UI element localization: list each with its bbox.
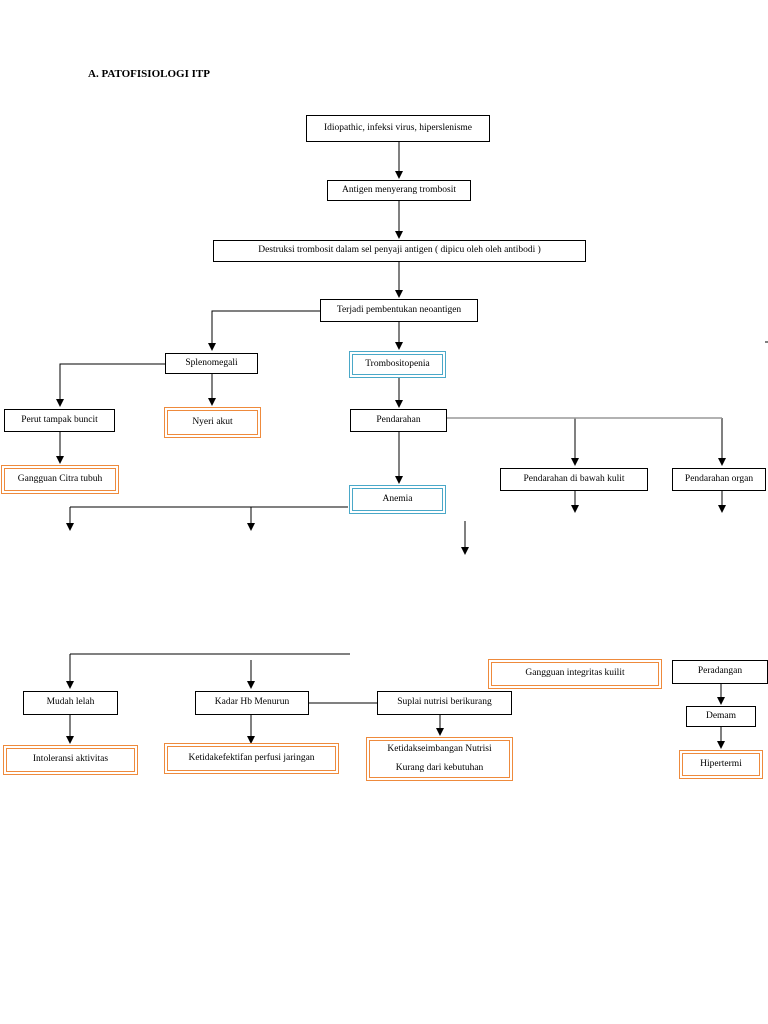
node-nutrition-imbalance: Ketidakseimbangan Nutrisi Kurang dari ke… — [366, 737, 513, 781]
node-neoantigen: Terjadi pembentukan neoantigen — [320, 299, 478, 322]
node-destruction: Destruksi trombosit dalam sel penyaji an… — [213, 240, 586, 262]
node-easy-fatigue: Mudah lelah — [23, 691, 118, 715]
node-cause: Idiopathic, infeksi virus, hiperslenisme — [306, 115, 490, 142]
node-poor-nutrition: Suplai nutrisi berikurang — [377, 691, 512, 715]
page-title: A. PATOFISIOLOGI ITP — [88, 68, 210, 80]
node-subcutaneous-bleeding: Pendarahan di bawah kulit — [500, 468, 648, 491]
node-anemia: Anemia — [349, 485, 446, 514]
node-fever: Demam — [686, 706, 756, 727]
node-low-hb: Kadar Hb Menurun — [195, 691, 309, 715]
node-splenomegaly: Splenomegali — [165, 353, 258, 374]
node-tissue-perfusion: Ketidakefektifan perfusi jaringan — [164, 743, 339, 774]
node-thrombocytopenia: Trombositopenia — [349, 351, 446, 378]
node-organ-bleeding: Pendarahan organ — [672, 468, 766, 491]
nutrition-imbalance-line-1: Ketidakseimbangan Nutrisi — [387, 744, 492, 754]
arrow-neoantigen-to-splenomegaly — [208, 310, 320, 351]
node-distended-abdomen: Perut tampak buncit — [4, 409, 115, 432]
node-antigen: Antigen menyerang trombosit — [327, 180, 471, 201]
node-hyperthermia: Hipertermi — [679, 750, 763, 779]
node-acute-pain: Nyeri akut — [164, 407, 261, 438]
node-inflammation: Peradangan — [672, 660, 768, 684]
node-body-image: Gangguan Citra tubuh — [1, 465, 119, 494]
node-skin-integrity: Gangguan integritas kuilit — [488, 659, 662, 689]
node-activity-intolerance: Intoleransi aktivitas — [3, 745, 138, 775]
arrow-splenomegaly-to-abdomen — [56, 363, 165, 407]
nutrition-imbalance-line-2: Kurang dari kebutuhan — [395, 763, 484, 773]
node-bleeding: Pendarahan — [350, 409, 447, 432]
